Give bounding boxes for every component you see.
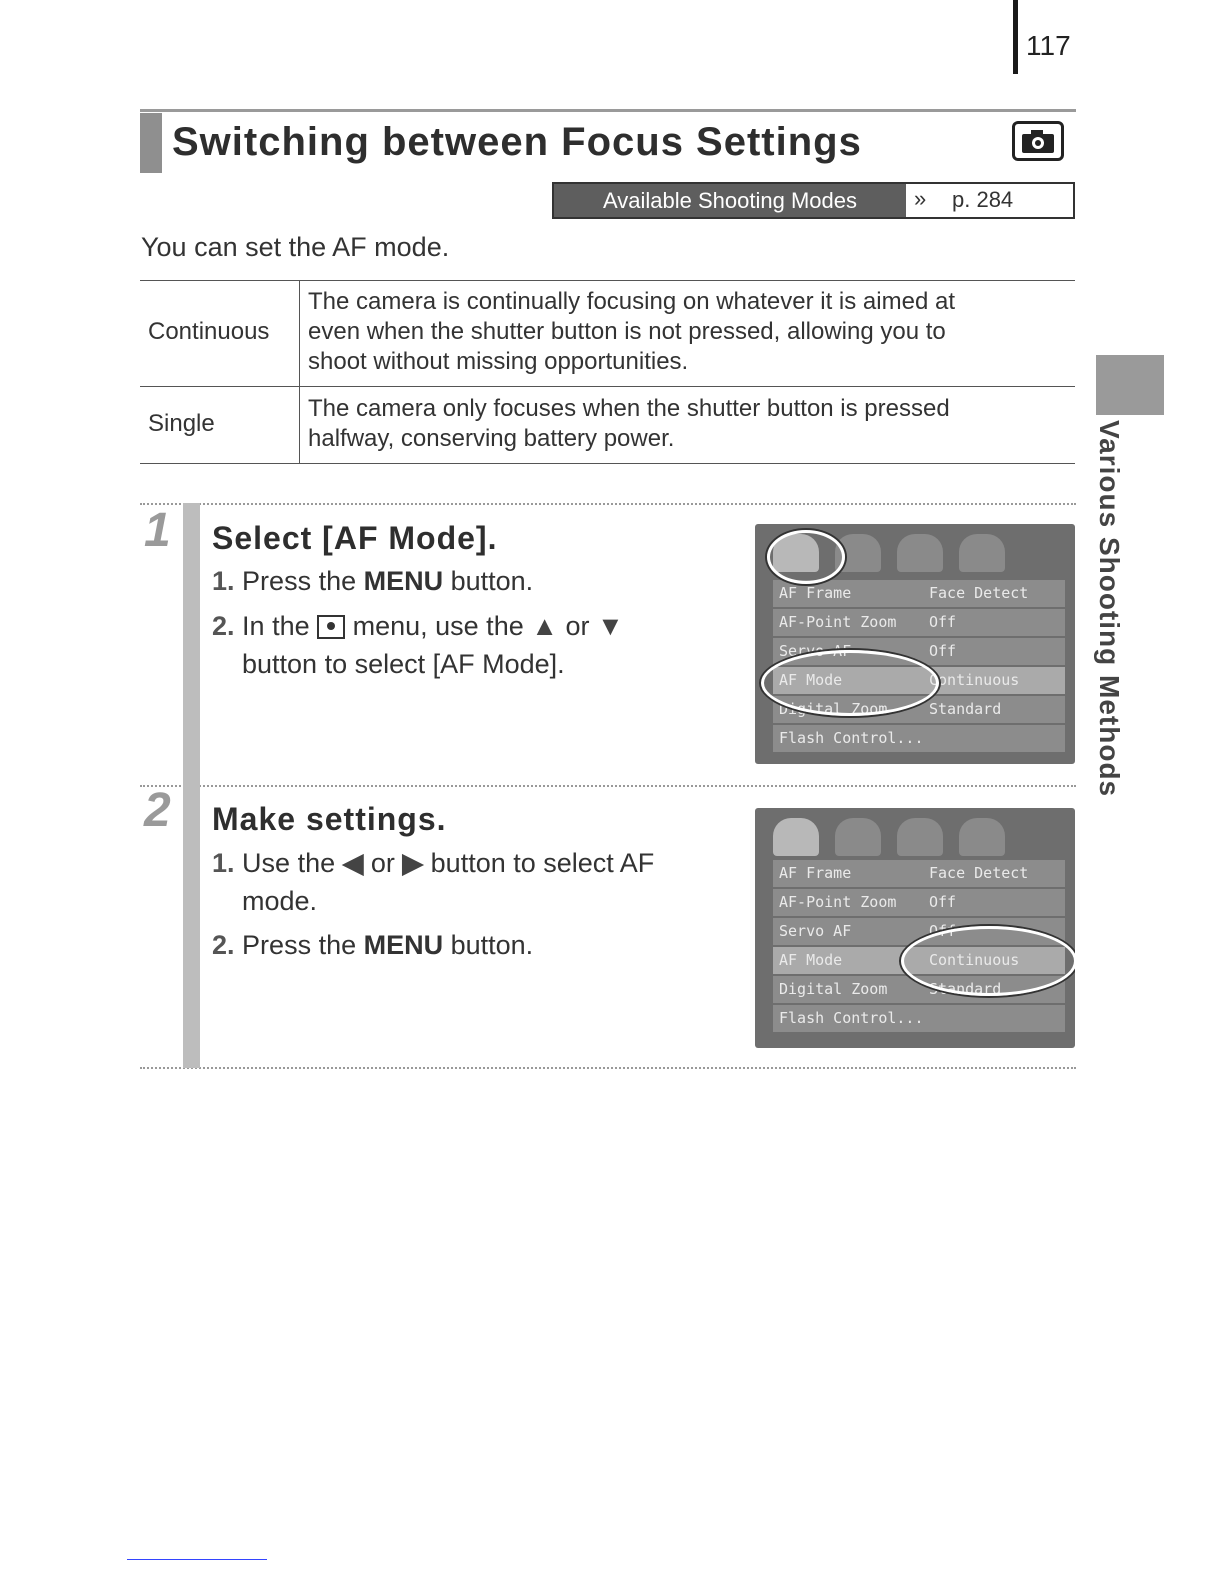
right-arrow-icon: ▶ xyxy=(402,848,424,878)
page-ref-arrow: » xyxy=(914,186,926,211)
available-modes-label: Available Shooting Modes xyxy=(554,184,906,217)
step-1-instruction-2-cont: button to select [AF Mode]. xyxy=(242,649,565,679)
table-row-desc-continuous: The camera is continually focusing on wh… xyxy=(308,288,955,375)
table-row-label-continuous: Continuous xyxy=(148,318,270,345)
highlight-oval-tab xyxy=(767,530,845,584)
intro-text: You can set the AF mode. xyxy=(141,232,450,262)
down-arrow-icon: ▼ xyxy=(596,611,624,641)
available-modes-box xyxy=(552,182,1075,219)
mymenu-tab xyxy=(959,534,1005,572)
table-column-rule xyxy=(299,280,300,464)
step-divider-middle xyxy=(140,785,1076,787)
step-accent-bar xyxy=(183,503,200,1068)
tools-tab xyxy=(897,818,943,856)
footer-rule xyxy=(127,1559,267,1560)
step-2-heading: Make settings. xyxy=(212,801,447,837)
step-1-instruction-1: 1. Press the MENU button. xyxy=(212,566,534,596)
menu-row-flash-control: Flash Control... xyxy=(773,1005,1065,1032)
play-tab xyxy=(835,818,881,856)
step-1-instruction-2: 2. In the menu, use the ▲ or ▼ xyxy=(212,611,624,641)
highlight-oval-af-mode xyxy=(761,650,939,716)
available-modes-page-link[interactable]: p. 284 xyxy=(952,187,1014,212)
page-number-bar xyxy=(1013,0,1018,74)
side-tab-marker xyxy=(1096,355,1164,415)
left-arrow-icon: ◀ xyxy=(342,848,364,878)
mymenu-tab xyxy=(959,818,1005,856)
side-tab-label: Various Shooting Methods xyxy=(1094,420,1125,798)
menu-row-flash-control: Flash Control... xyxy=(773,725,1065,752)
page-number: 117 xyxy=(1026,30,1071,61)
step-1-heading: Select [AF Mode]. xyxy=(212,520,498,556)
step-2-instruction-2: 2. Press the MENU button. xyxy=(212,930,534,960)
menu-tabs xyxy=(773,818,1063,858)
table-row-label-single: Single xyxy=(148,410,215,437)
title-accent-bar xyxy=(140,113,162,173)
camera-menu-icon xyxy=(317,615,346,639)
camera-tab xyxy=(773,818,819,856)
table-top-rule xyxy=(140,280,1075,281)
table-row-desc-single: The camera only focuses when the shutter… xyxy=(308,395,950,452)
step-number-2: 2 xyxy=(144,784,171,837)
step-number-1: 1 xyxy=(144,504,171,557)
camera-mode-icon xyxy=(1012,121,1064,161)
title-rule xyxy=(140,109,1076,112)
tools-tab xyxy=(897,534,943,572)
step-2-instruction-1: 1. Use the ◀ or ▶ button to select AF xyxy=(212,848,655,878)
step-2-instruction-1-cont: mode. xyxy=(242,886,318,916)
step-divider-bottom xyxy=(140,1067,1076,1069)
up-arrow-icon: ▲ xyxy=(531,611,558,641)
step-divider-top xyxy=(140,503,1076,505)
table-bottom-rule xyxy=(140,463,1075,464)
table-mid-rule xyxy=(140,386,1075,387)
page-title: Switching between Focus Settings xyxy=(172,120,862,164)
highlight-oval-continuous xyxy=(901,926,1075,996)
